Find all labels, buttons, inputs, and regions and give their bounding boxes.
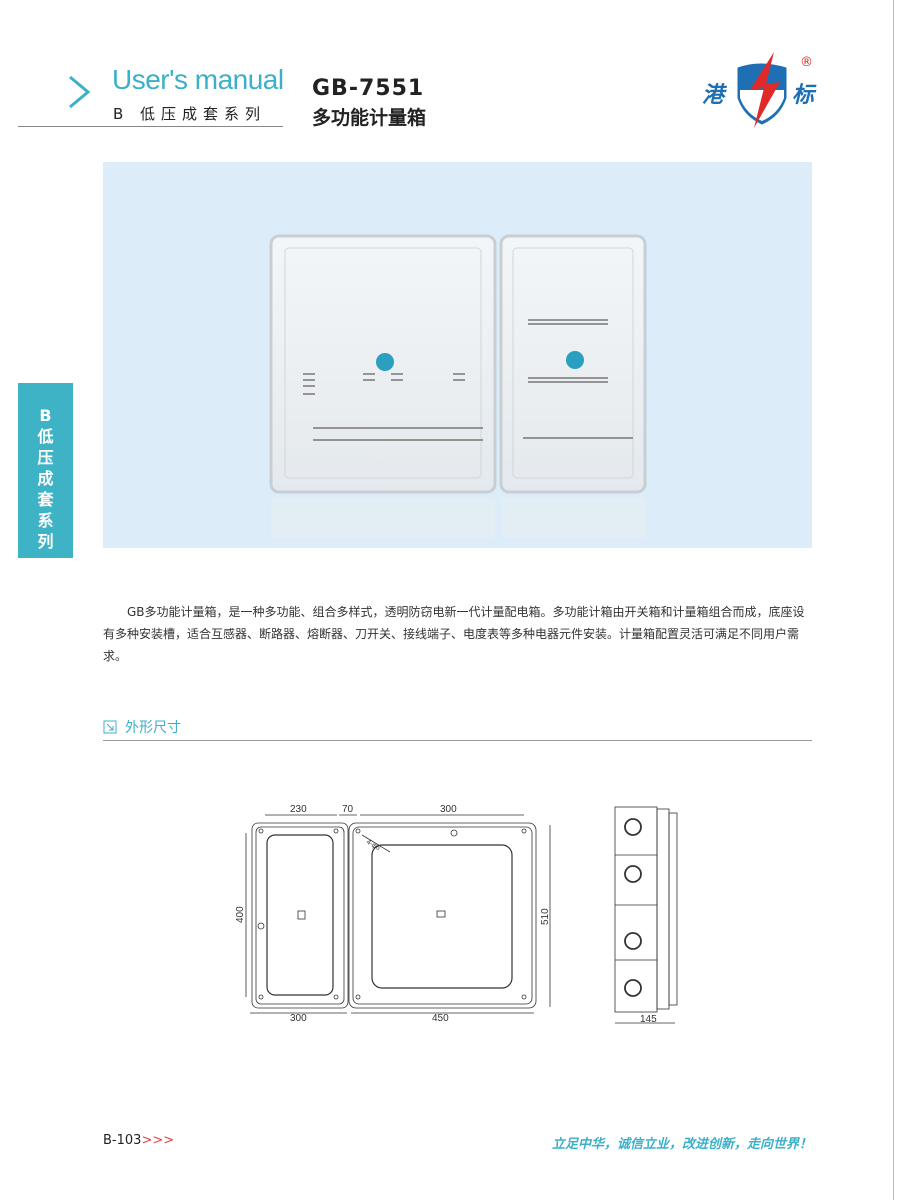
tab-char: B [39,406,52,425]
company-slogan: 立足中华，诚信立业，改进创新，走向世界！ [551,1137,812,1152]
dim-side-depth: 145 [640,1014,657,1025]
logo-char-left: 港 [702,83,728,108]
dim-bottom-left: 300 [290,1013,307,1024]
section-heading: 外形尺寸 [103,716,181,738]
model-number: GB-7551 [312,76,425,101]
brand-logo: 港 标 ® [700,50,822,128]
product-name: 多功能计量箱 [312,107,427,129]
dim-top-right: 300 [440,804,457,815]
page-arrows: >>> [141,1133,175,1148]
tab-char: 成 [37,469,54,488]
dim-top-gap: 70 [342,804,354,815]
dim-right-height: 510 [540,908,551,925]
tab-char: 压 [37,448,54,467]
page-number: B-103>>> [103,1133,174,1148]
registered-mark: ® [800,55,813,70]
section-title: 外形尺寸 [125,720,181,736]
tab-char: 套 [37,490,54,509]
header-underline [18,126,283,127]
page-label: B-103 [103,1133,142,1148]
manual-title: User's manual [112,64,284,95]
product-description: GB多功能计量箱，是一种多功能、组合多样式，透明防窃电新一代计量配电箱。多功能计… [103,605,805,663]
dim-left-height: 400 [235,906,246,923]
dim-top-left: 230 [290,804,307,815]
arrow-box-icon [103,720,117,734]
chevron-right-icon [69,75,91,109]
dim-bottom-right: 450 [432,1013,449,1024]
dimension-drawing: 230 70 300 300 450 145 4-φ6 400 510 [235,804,678,1025]
logo-char-right: 标 [792,83,817,108]
section-divider [103,740,812,741]
tab-char: 低 [37,427,54,446]
tab-char: 系 [37,511,54,530]
product-photo [103,162,812,548]
section-side-tab: B 低 压 成 套 系 列 [18,383,73,558]
tab-char: 列 [37,532,54,551]
page-edge-line [893,0,894,1200]
series-label: B 低压成套系列 [113,105,267,123]
